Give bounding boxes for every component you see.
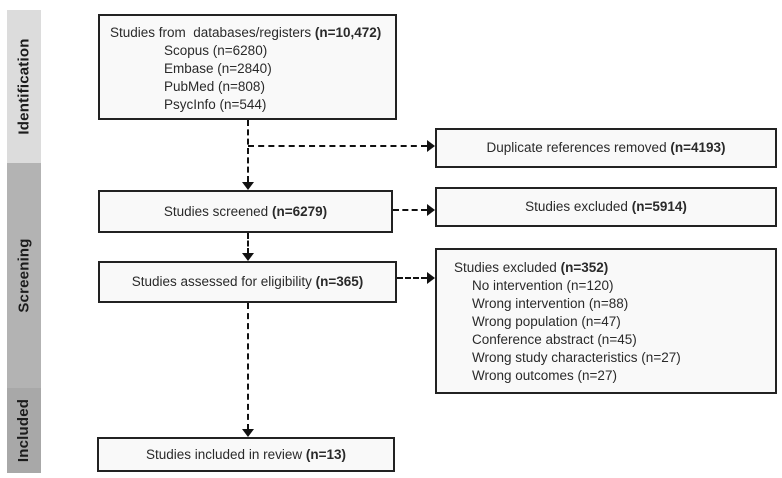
stage-band-identification: Identification (7, 10, 41, 163)
box-databases-registers: Studies from databases/registers(n=10,47… (98, 14, 397, 120)
box-studies-screened: Studies screened(n=6279) (98, 190, 393, 233)
box-studies-excluded-screening: Studies excluded(n=5914) (435, 187, 777, 227)
box-studies-excluded-eligibility: Studies excluded(n=352) No intervention … (435, 248, 777, 394)
database-item: PubMed (n=808) (164, 79, 265, 94)
arrowhead-down-icon (242, 253, 254, 261)
arrow-to-duplicates-removed (248, 145, 427, 147)
arrow-databases-to-screened (247, 120, 249, 182)
box-title: Studies excluded(n=352) (454, 260, 609, 275)
exclusion-reason: No intervention (n=120) (472, 278, 614, 293)
arrow-screened-to-assessed (247, 233, 249, 254)
stage-band-included: Included (7, 388, 41, 473)
box-studies-included: Studies included in review(n=13) (97, 437, 395, 472)
stage-label-included: Included (15, 398, 33, 463)
box-title: Duplicate references removed(n=4193) (486, 140, 726, 155)
exclusion-reason: Conference abstract (n=45) (472, 332, 637, 347)
database-item: PsycInfo (n=544) (164, 97, 267, 112)
database-item: Scopus (n=6280) (164, 43, 268, 58)
arrowhead-down-icon (242, 182, 254, 190)
exclusion-reason: Wrong intervention (n=88) (472, 296, 629, 311)
arrowhead-right-icon (427, 272, 435, 284)
exclusion-reason: Wrong outcomes (n=27) (472, 368, 617, 383)
arrow-assessed-to-excluded (397, 277, 427, 279)
arrowhead-down-icon (242, 429, 254, 437)
stage-label-identification: Identification (15, 38, 33, 135)
arrowhead-right-icon (427, 204, 435, 216)
box-title: Studies included in review(n=13) (146, 446, 346, 462)
box-title: Studies screened(n=6279) (163, 203, 328, 219)
stage-band-screening: Screening (7, 163, 41, 388)
exclusion-reason: Wrong population (n=47) (472, 314, 621, 329)
box-title: Studies excluded(n=5914) (525, 199, 687, 214)
arrow-screened-to-excluded (393, 209, 427, 211)
box-studies-assessed: Studies assessed for eligibility(n=365) (98, 261, 397, 303)
box-title: Studies from databases/registers(n=10,47… (110, 25, 382, 40)
exclusion-reason: Wrong study characteristics (n=27) (472, 350, 681, 365)
arrowhead-right-icon (427, 140, 435, 152)
database-item: Embase (n=2840) (164, 61, 272, 76)
stage-label-screening: Screening (15, 238, 33, 313)
box-title: Studies assessed for eligibility(n=365) (131, 274, 364, 289)
arrow-assessed-to-included (247, 303, 249, 430)
box-duplicates-removed: Duplicate references removed(n=4193) (435, 128, 777, 168)
